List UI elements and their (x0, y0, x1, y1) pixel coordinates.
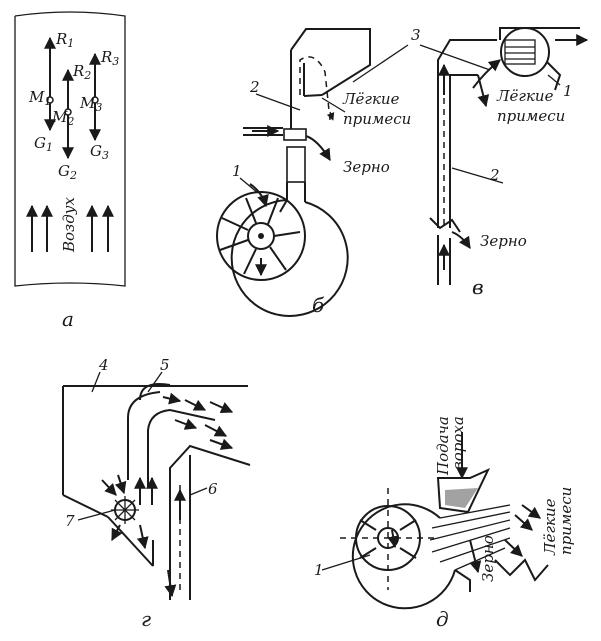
label-m3: M3 (79, 94, 102, 114)
panel-g-num-7: 7 (65, 512, 75, 530)
panel-v-duct-right (449, 74, 478, 228)
panel-d: Подача вороха Лёгкие примеси Зерно 1 д (314, 416, 575, 631)
caption-v: в (472, 275, 484, 299)
panel-b-feed-gate (283, 128, 307, 141)
label-r2: R2 (72, 62, 91, 82)
particle-m3 (91, 96, 99, 104)
panel-b-light-2: примеси (343, 110, 411, 128)
panel-d-air-streams (429, 504, 511, 571)
panel-b-lower-duct (286, 146, 306, 183)
panel-d-light-2: примеси (557, 487, 575, 555)
panel-b-grain: Зерно (343, 158, 390, 176)
particle-m1 (46, 96, 54, 104)
panel-d-feed-2: вороха (449, 416, 467, 470)
panel-v-grain: Зерно (480, 232, 527, 250)
panel-v-light-1: Лёгкие (496, 87, 554, 105)
panel-g-guide-5 (127, 391, 161, 480)
panel-v-duct-left (437, 39, 497, 228)
panel-v-num-3: 3 (411, 26, 421, 44)
air-label: Воздух (60, 197, 78, 253)
particle-m2 (64, 108, 72, 116)
caption-g: г (141, 607, 151, 631)
caption-b: б (312, 293, 325, 317)
panel-g-num-4: 4 (98, 356, 109, 374)
label-r3: R3 (100, 48, 119, 68)
panel-v-num-2: 2 (489, 166, 500, 184)
panel-d-num-1: 1 (314, 561, 324, 579)
panel-b-fan-blades (219, 197, 301, 275)
panel-g: 4 5 6 7 г (62, 356, 251, 631)
panel-b-fan-housing (230, 199, 349, 317)
panel-b-fan-rotor (216, 191, 306, 281)
label-g3: G3 (90, 142, 109, 162)
panel-v-fan-rotor (504, 39, 536, 65)
panel-b-num-2: 2 (249, 78, 260, 96)
label-g2: G2 (58, 162, 77, 182)
panel-d-fan-housing (351, 503, 456, 610)
panel-b-airflow-dash (299, 56, 331, 121)
panel-b-num-1: 1 (232, 162, 242, 180)
panel-b: 2 1 Лёгкие примеси Зерно б (216, 28, 411, 317)
label-m1: M1 (28, 88, 51, 108)
caption-d: д (436, 607, 449, 631)
panel-v-num-1: 1 (563, 82, 573, 100)
panel-b-grain-arrow (305, 135, 331, 162)
panel-g-num-6: 6 (208, 480, 218, 498)
panel-a: R1 R2 R3 M1 M2 M3 G1 G2 G3 Воздух а (14, 11, 126, 331)
panel-v: 3 1 Лёгкие примеси 2 Зерно в (352, 26, 589, 299)
panel-a-frame (14, 11, 126, 287)
label-r1: R1 (55, 30, 74, 50)
panel-b-light-1: Лёгкие (342, 90, 400, 108)
panel-v-light-2: примеси (497, 107, 565, 125)
panel-g-duct-6 (169, 444, 251, 600)
panel-b-top-box (290, 28, 371, 96)
panel-d-grain: Зерно (479, 535, 497, 582)
panel-d-feed-1: Подача (434, 416, 452, 476)
panel-d-light-1: Лёгкие (541, 498, 559, 556)
label-g1: G1 (34, 134, 53, 154)
label-m2: M2 (51, 108, 74, 128)
panel-g-flow-arrows (101, 392, 234, 598)
panel-g-num-5: 5 (160, 356, 170, 374)
caption-a: а (62, 307, 74, 331)
